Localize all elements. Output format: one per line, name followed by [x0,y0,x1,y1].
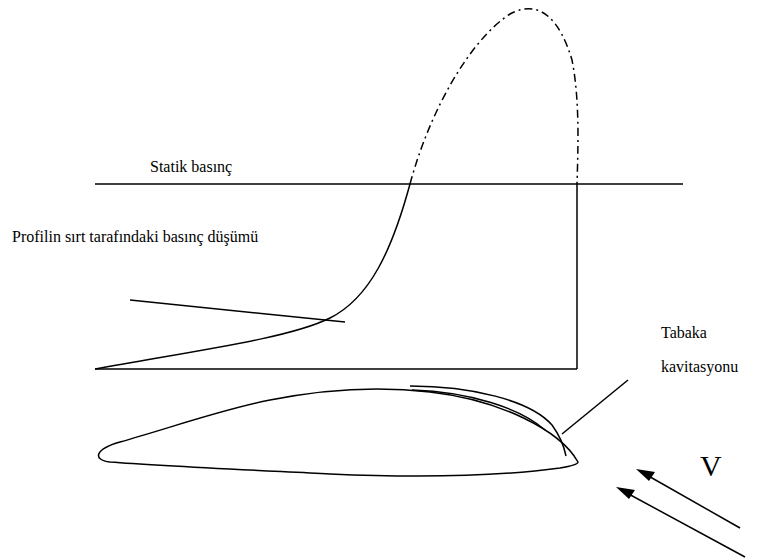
pressure-drop-label: Profilin sırt tarafındaki basınç düşümü [12,220,334,254]
baseline [95,368,577,370]
pressure-curve [95,184,410,369]
arrow-head [636,469,655,481]
vertical-line [576,184,578,369]
static-pressure-label: Statik basınç [150,150,290,184]
pressure-curve-dashed [410,9,578,184]
cavitation-sheet [412,390,545,430]
leader-line [130,300,345,322]
velocity-label: V [700,448,740,484]
cavitation-label: Tabaka kavitasyonu [661,316,755,384]
leader-line [562,380,628,434]
cavitation-sheet [410,386,566,456]
arrow-head [616,487,635,499]
airfoil-profile [99,389,578,476]
flow-arrow [645,474,740,528]
flow-arrow [625,492,745,557]
static-pressure-line [95,183,683,185]
